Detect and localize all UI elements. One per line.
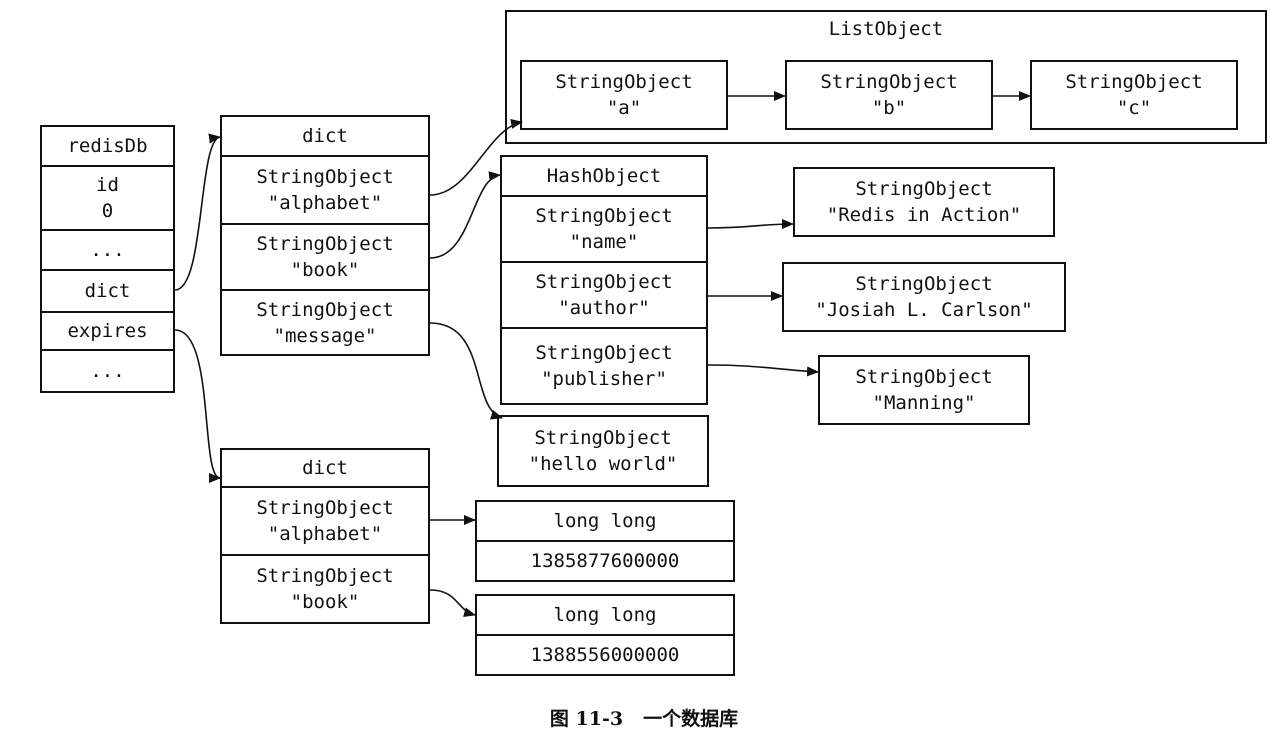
redisdb-ellipsis-2: ... bbox=[90, 360, 125, 382]
main-dict-title: dict bbox=[302, 125, 348, 147]
hash-object-title: HashObject bbox=[546, 165, 662, 187]
list-item-type: StringObject bbox=[1065, 70, 1203, 93]
redisdb-expires-cell: expires bbox=[42, 313, 173, 351]
redisdb-expires-field: expires bbox=[67, 320, 148, 342]
list-item-type: StringObject bbox=[555, 70, 693, 93]
list-item-value: "b" bbox=[871, 96, 907, 119]
expires-dict-title: dict bbox=[302, 457, 348, 479]
main-dict-key-type: StringObject bbox=[256, 233, 394, 255]
arrow-message-to-hello bbox=[429, 322, 503, 420]
expire-value-alphabet-value-cell: 1385877600000 bbox=[477, 542, 733, 580]
hash-value-name: StringObject "Redis in Action" bbox=[793, 167, 1055, 237]
expire-value-book-value-cell: 1388556000000 bbox=[477, 636, 733, 674]
redisdb-id-value: 0 bbox=[101, 200, 114, 222]
expire-value-book: long long 1388556000000 bbox=[475, 594, 735, 676]
redisdb-id-label: id bbox=[96, 174, 119, 196]
hash-value-author: StringObject "Josiah L. Carlson" bbox=[782, 262, 1066, 332]
arrow-alphabet-to-list bbox=[429, 119, 523, 196]
list-item-a-cell: StringObject "a" bbox=[522, 62, 726, 127]
arrow-publisher-to-value bbox=[707, 364, 819, 377]
redisdb-table: redisDb id 0 ... dict expires ... bbox=[40, 125, 175, 393]
arrow-name-to-value bbox=[707, 219, 794, 230]
list-item-c: StringObject "c" bbox=[1030, 60, 1238, 130]
expires-dict-key-type: StringObject bbox=[256, 497, 394, 519]
expires-dict-key-value: "book" bbox=[290, 591, 360, 613]
hash-field-author: StringObject "author" bbox=[502, 263, 706, 329]
expires-dict-table: dict StringObject "alphabet" StringObjec… bbox=[220, 448, 430, 624]
hash-object-table: HashObject StringObject "name" StringObj… bbox=[500, 155, 708, 405]
list-item-b-cell: StringObject "b" bbox=[787, 62, 991, 127]
main-dict-key-value: "message" bbox=[273, 325, 377, 347]
list-item-value: "a" bbox=[606, 96, 642, 119]
main-dict-key-type: StringObject bbox=[256, 166, 394, 188]
main-dict-key-value: "book" bbox=[290, 259, 360, 281]
hash-value-publisher: StringObject "Manning" bbox=[818, 355, 1030, 425]
hash-field-publisher: StringObject "publisher" bbox=[502, 329, 706, 403]
hash-field-type: StringObject bbox=[535, 342, 673, 364]
arrow-expire-book-to-value bbox=[429, 589, 476, 618]
redisdb-ellipsis-cell-2: ... bbox=[42, 351, 173, 391]
main-dict-title-cell: dict bbox=[222, 117, 428, 157]
hash-field-value: "publisher" bbox=[541, 368, 667, 390]
hash-value-author-cell: StringObject "Josiah L. Carlson" bbox=[784, 264, 1064, 329]
list-item-type: StringObject bbox=[820, 70, 958, 93]
main-dict-key-alphabet: StringObject "alphabet" bbox=[222, 157, 428, 225]
expire-value-alphabet-type-cell: long long bbox=[477, 502, 733, 542]
arrow-db-expires-to-dict bbox=[174, 329, 221, 483]
main-dict-key-value: "alphabet" bbox=[267, 192, 383, 214]
message-value-type: StringObject bbox=[534, 426, 672, 449]
expires-dict-key-type: StringObject bbox=[256, 565, 394, 587]
expires-dict-key-alphabet: StringObject "alphabet" bbox=[222, 488, 428, 556]
main-dict-key-book: StringObject "book" bbox=[222, 225, 428, 291]
expire-value-alphabet: long long 1385877600000 bbox=[475, 500, 735, 582]
list-item-a: StringObject "a" bbox=[520, 60, 728, 130]
hash-value-type: StringObject bbox=[855, 272, 993, 295]
redisdb-ellipsis-1: ... bbox=[90, 239, 125, 261]
main-dict-key-type: StringObject bbox=[256, 299, 394, 321]
redisdb-dict-field: dict bbox=[84, 280, 131, 302]
message-value-cell: StringObject "hello world" bbox=[499, 417, 707, 484]
hash-object-title-cell: HashObject bbox=[502, 157, 706, 197]
hash-field-value: "name" bbox=[569, 231, 639, 253]
figure-title: 一个数据库 bbox=[643, 708, 739, 730]
expire-value-type: long long bbox=[553, 604, 657, 626]
hash-field-type: StringObject bbox=[535, 205, 673, 227]
hash-value-type: StringObject bbox=[855, 365, 993, 388]
expires-dict-key-value: "alphabet" bbox=[267, 523, 383, 545]
message-value-value: "hello world" bbox=[528, 452, 678, 475]
expires-dict-title-cell: dict bbox=[222, 450, 428, 488]
redisdb-title-cell: redisDb bbox=[42, 127, 173, 167]
hash-field-type: StringObject bbox=[535, 271, 673, 293]
main-dict-key-message: StringObject "message" bbox=[222, 291, 428, 355]
figure-caption: 图 11-3 一个数据库 bbox=[0, 704, 1288, 731]
arrow-db-dict-to-dict bbox=[174, 133, 221, 291]
expire-value-book-type-cell: long long bbox=[477, 596, 733, 636]
hash-value-name-cell: StringObject "Redis in Action" bbox=[795, 169, 1053, 234]
expires-dict-key-book: StringObject "book" bbox=[222, 556, 428, 622]
list-item-c-cell: StringObject "c" bbox=[1032, 62, 1236, 127]
list-item-b: StringObject "b" bbox=[785, 60, 993, 130]
hash-value-value: "Manning" bbox=[872, 391, 976, 414]
redisdb-title: redisDb bbox=[67, 135, 148, 157]
figure-number: 图 11-3 bbox=[549, 708, 624, 730]
hash-value-value: "Redis in Action" bbox=[826, 203, 1022, 226]
hash-value-publisher-cell: StringObject "Manning" bbox=[820, 357, 1028, 422]
expire-value-type: long long bbox=[553, 510, 657, 532]
redisdb-id-cell: id 0 bbox=[42, 167, 173, 231]
redisdb-ellipsis-cell-1: ... bbox=[42, 231, 173, 271]
hash-value-type: StringObject bbox=[855, 177, 993, 200]
hash-value-value: "Josiah L. Carlson" bbox=[815, 298, 1033, 321]
redisdb-dict-cell: dict bbox=[42, 271, 173, 313]
list-object-title: ListObject bbox=[828, 18, 944, 40]
arrow-book-to-hash bbox=[429, 171, 501, 259]
list-item-value: "c" bbox=[1116, 96, 1152, 119]
main-dict-table: dict StringObject "alphabet" StringObjec… bbox=[220, 115, 430, 356]
expire-value-timestamp: 1385877600000 bbox=[530, 550, 680, 572]
hash-field-name: StringObject "name" bbox=[502, 197, 706, 263]
expire-value-timestamp: 1388556000000 bbox=[530, 644, 680, 666]
message-value-box: StringObject "hello world" bbox=[497, 415, 709, 487]
hash-field-value: "author" bbox=[558, 297, 650, 319]
